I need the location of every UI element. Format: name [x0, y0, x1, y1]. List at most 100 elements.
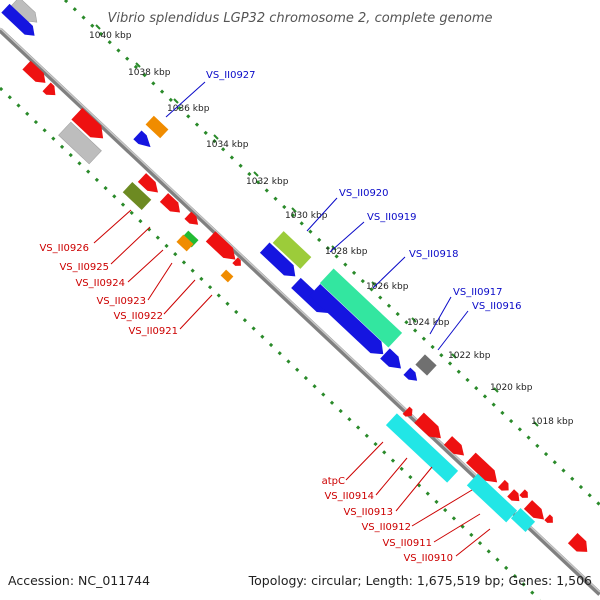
gene-cyan: [466, 473, 518, 523]
gene-label: VS_II0916: [472, 301, 522, 312]
gene-red: [22, 60, 46, 83]
gene-label: VS_II0913: [343, 507, 393, 518]
leader-line: [433, 513, 481, 543]
gene-gray: [10, 0, 38, 23]
gene-label: VS_II0917: [453, 287, 503, 298]
leader-line: [329, 221, 365, 253]
tick-mark: 1026 kbp: [366, 281, 409, 292]
tick-label: 1020 kbp: [490, 383, 533, 393]
tick-mark: 1020 kbp: [490, 383, 533, 393]
gene-label: VS_II0914: [324, 491, 374, 502]
gene-red: [42, 82, 56, 96]
gene-blue: [403, 367, 418, 381]
topology-text: Topology: circular; Length: 1,675,519 bp…: [248, 573, 592, 588]
gene-label: VS_II0924: [75, 278, 125, 289]
gene-red: [519, 489, 528, 498]
gene-blue: [259, 242, 296, 277]
gene-darkgray: [415, 354, 437, 376]
gene-label: VS_II0919: [367, 212, 417, 223]
tick-mark: 1038 kbp: [128, 62, 171, 78]
leader-line: [127, 249, 164, 283]
gene-red: [497, 479, 509, 491]
leader-line: [429, 296, 452, 335]
tick-label: 1018 kbp: [531, 417, 574, 427]
leader-line: [411, 489, 473, 527]
accession-text: Accession: NC_011744: [8, 573, 150, 588]
gene-orange: [220, 269, 234, 283]
outer-gene-labels: VS_II0927 VS_II0920 VS_II0919 VS_II0918 …: [206, 70, 522, 312]
tick-marks: 1040 kbp 1038 kbp 1036 kbp 1034 kbp 1032…: [89, 24, 574, 427]
leader-line: [93, 209, 132, 244]
leader-line: [147, 262, 173, 301]
tick-label: 1024 kbp: [407, 318, 450, 328]
leader-line: [165, 81, 206, 118]
tick-label: 1036 kbp: [167, 104, 210, 114]
outer-leader-lines: [165, 81, 469, 351]
tick-label: 1026 kbp: [366, 282, 409, 292]
gene-mint: [319, 268, 403, 348]
gene-label: VS_II0925: [59, 262, 109, 273]
tick-mark: 1036 kbp: [167, 98, 210, 114]
gene-lime: [272, 231, 312, 269]
tick-mark: 1028 kbp: [325, 245, 368, 257]
leader-line: [179, 294, 213, 330]
gene-label: VS_II0918: [409, 249, 459, 260]
gene-label: VS_II0926: [39, 243, 89, 254]
gene-label: VS_II0921: [128, 326, 178, 337]
tick-label: 1032 kbp: [246, 177, 289, 187]
gene-label: VS_II0922: [113, 311, 163, 322]
gene-red: [466, 452, 498, 483]
gene-blue: [133, 130, 151, 148]
gene-red: [567, 533, 588, 552]
gene-red: [159, 193, 181, 213]
gene-red: [414, 412, 441, 439]
tick-label: 1022 kbp: [448, 351, 491, 361]
gene-orange: [145, 115, 169, 139]
gene-label: VS_II0920: [339, 188, 389, 199]
gene-label: VS_II0912: [361, 522, 411, 533]
leader-line: [110, 226, 151, 265]
inner-gene-labels: VS_II0926 VS_II0925 VS_II0924 VS_II0923 …: [39, 243, 453, 564]
tick-label: 1038 kbp: [128, 68, 171, 78]
leader-line: [372, 256, 406, 289]
gene-red: [137, 173, 159, 193]
tick-mark: 1034 kbp: [206, 134, 249, 150]
gene-green-small: [181, 230, 199, 248]
tick-mark: 1032 kbp: [246, 171, 289, 187]
gene-features: [1, 0, 588, 552]
tick-label: 1028 kbp: [325, 247, 368, 257]
gene-red: [402, 406, 413, 417]
gene-blue: [1, 3, 35, 36]
gene-label: VS_II0910: [403, 553, 453, 564]
leader-line: [455, 528, 491, 557]
gene-red: [443, 436, 465, 456]
gene-red: [507, 489, 520, 502]
tick-label: 1030 kbp: [285, 211, 328, 221]
gene-red: [544, 514, 553, 523]
dotted-ring-inner: [0, 86, 542, 600]
gene-label: atpC: [322, 476, 345, 487]
gene-blue: [380, 348, 402, 369]
tick-mark: 1030 kbp: [285, 207, 328, 221]
gene-label: VS_II0911: [382, 538, 432, 549]
leader-line: [375, 457, 408, 496]
tick-label: 1040 kbp: [89, 31, 132, 41]
gene-cyan: [510, 508, 536, 532]
gene-gray: [58, 121, 102, 165]
leader-line: [395, 466, 433, 512]
gene-red: [232, 257, 241, 266]
gene-red: [71, 107, 104, 139]
leader-line: [163, 279, 196, 315]
tick-label: 1034 kbp: [206, 140, 249, 150]
tick-mark: 1022 kbp: [448, 351, 491, 361]
leader-line: [306, 197, 338, 232]
leader-line: [345, 441, 384, 481]
tick-mark: 1024 kbp: [407, 317, 450, 328]
gene-orange: [176, 234, 194, 252]
inner-leader-lines: [93, 209, 491, 557]
gene-blue: [309, 283, 384, 355]
tick-mark: 1040 kbp: [89, 24, 132, 41]
gene-olive: [122, 181, 152, 211]
